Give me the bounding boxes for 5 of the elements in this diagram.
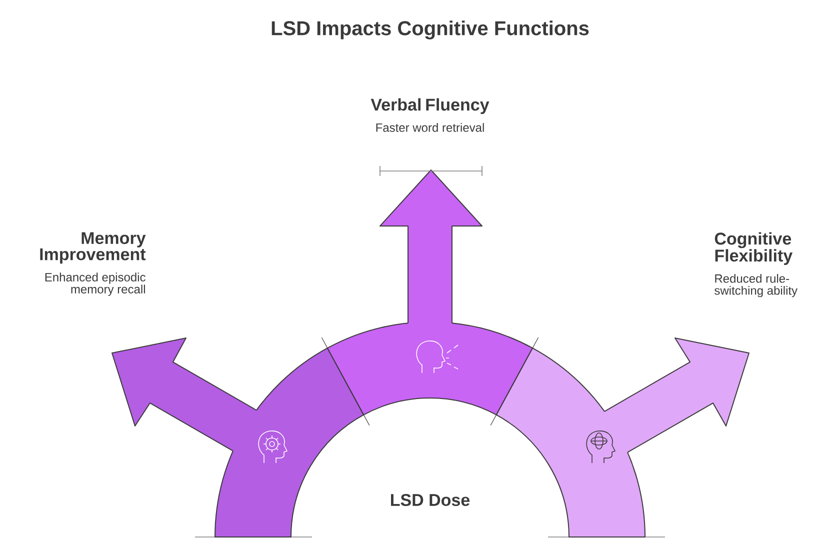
- outcome-text: Memory Improvement Enhanced episodic memory recall: [40, 232, 146, 296]
- outcome-text: Cognitive Flexibility Reduced rule-switching ability: [714, 232, 798, 298]
- title: LSD Impacts Cognitive Functions: [272, 20, 589, 40]
- outcome-text: Verbal Fluency Faster word retrieval: [370, 98, 490, 132]
- center-label: LSD Dose: [391, 494, 470, 506]
